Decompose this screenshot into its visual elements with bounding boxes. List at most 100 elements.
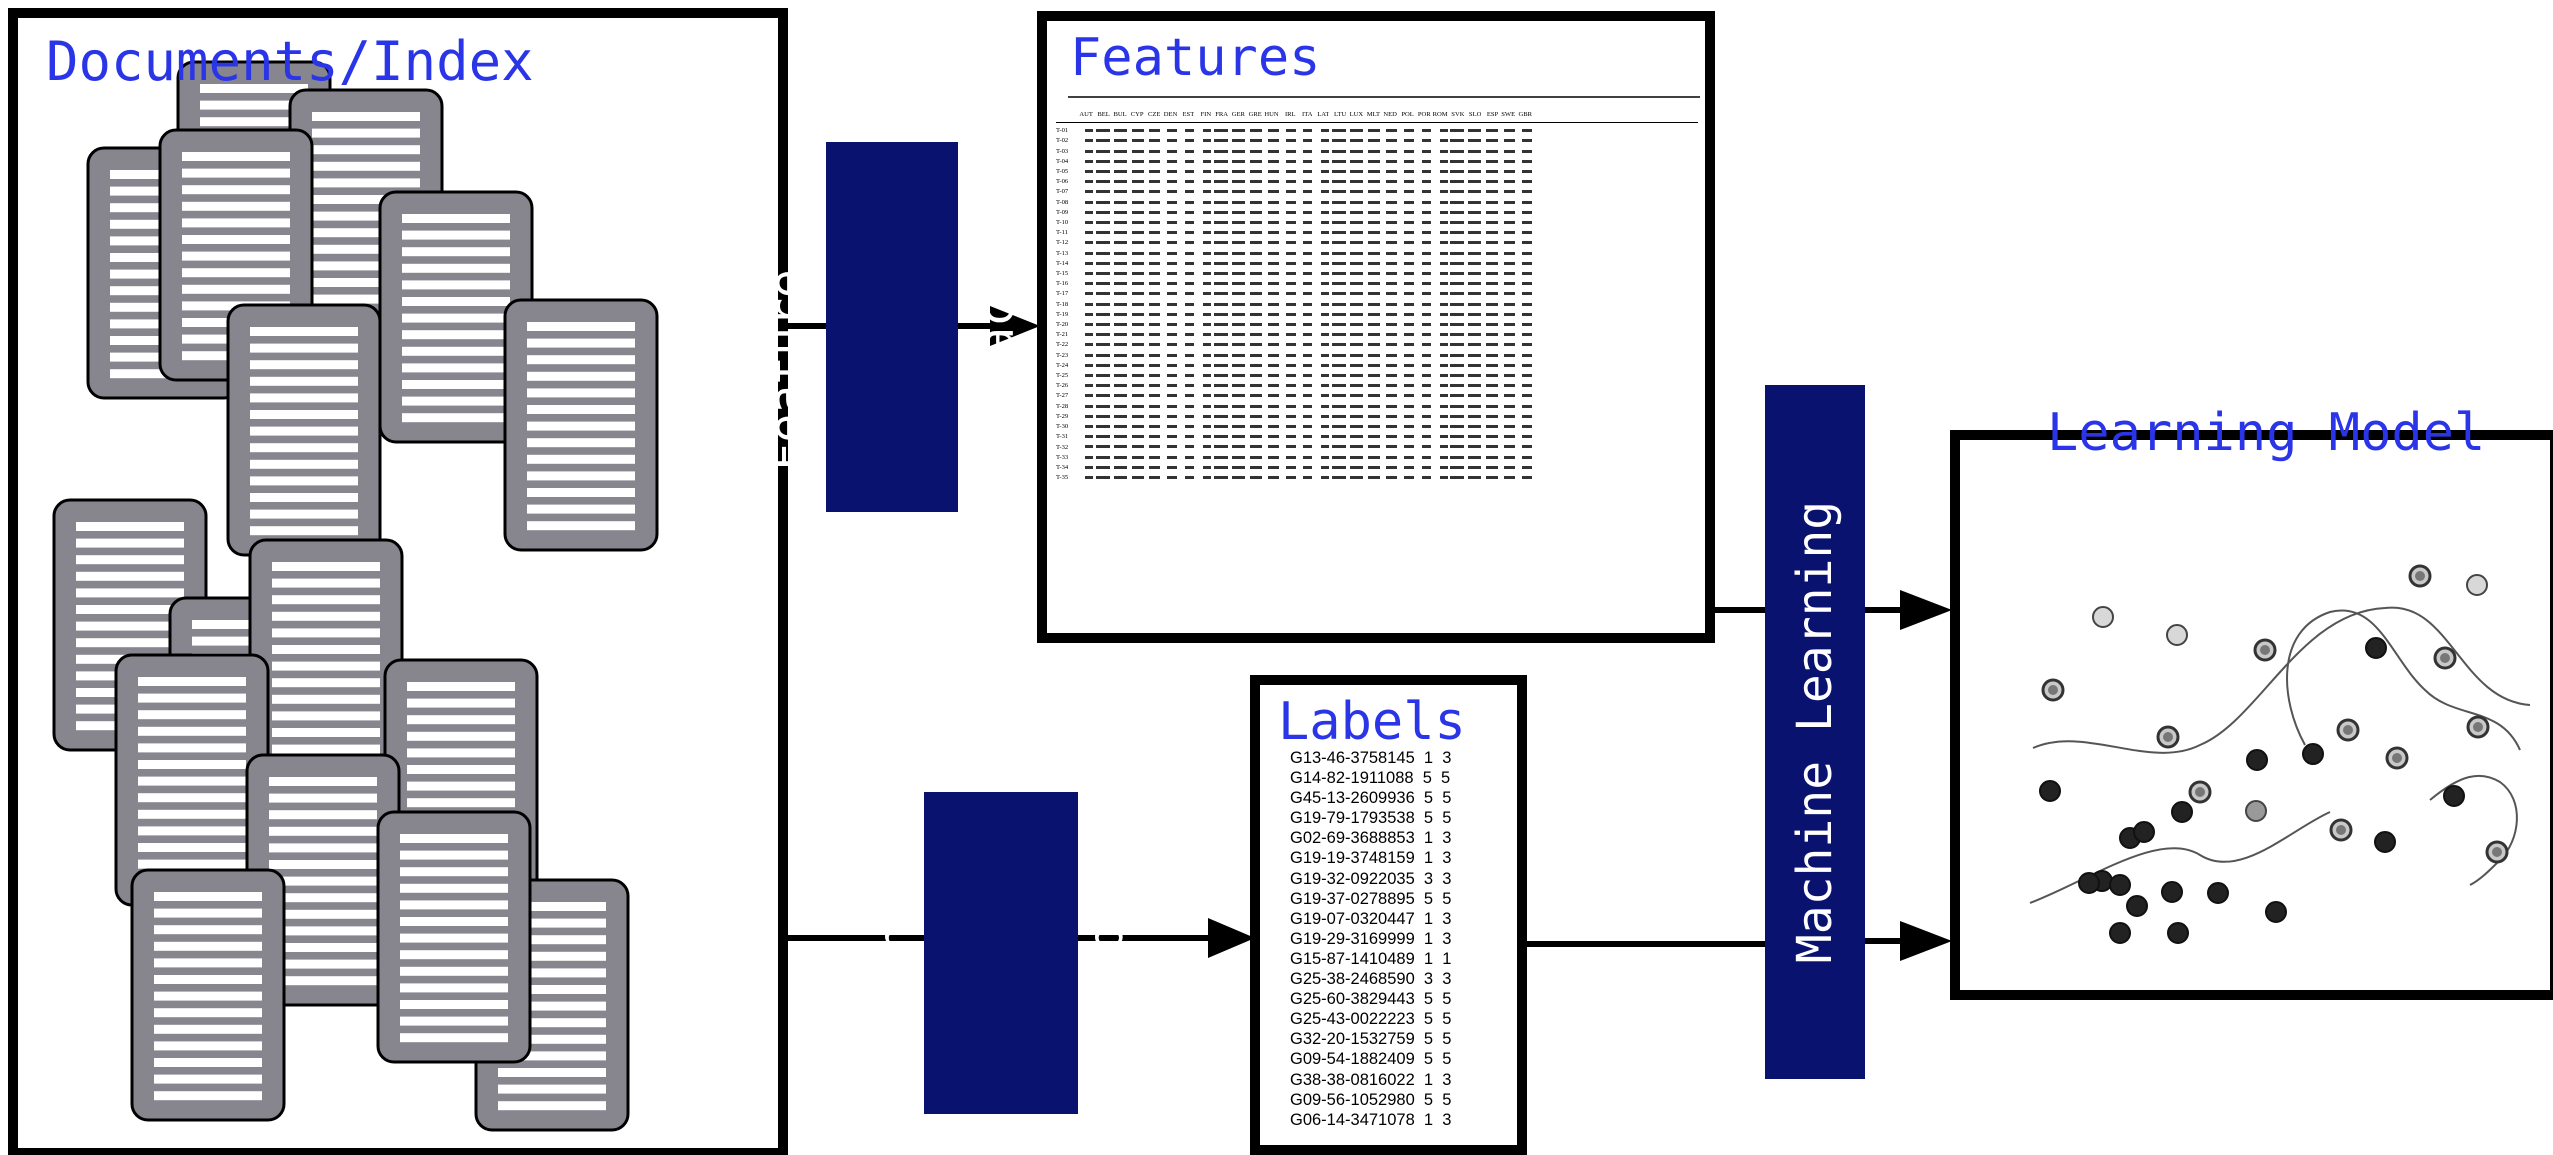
features-cell-mark [1385,292,1397,296]
features-cell-mark [1095,241,1110,245]
features-cell-mark [1468,149,1482,153]
features-column-header: GRE [1248,111,1262,118]
label-row: G25-60-3829443 5 5 [1290,990,1452,1009]
features-cell [1194,228,1212,238]
features-cell-mark [1522,333,1533,337]
features-cell [1329,463,1347,473]
features-cell-mark [1095,476,1110,480]
features-cell [1312,310,1330,320]
features-cell-mark [1421,384,1431,388]
features-row-label: T-32 [1056,443,1069,451]
features-cell-mark [1203,251,1212,255]
features-cell-mark [1450,323,1465,327]
features-cell [1279,157,1296,167]
features-cell-mark [1303,374,1313,378]
features-cell-mark [1504,190,1516,194]
features-cell-mark [1084,435,1093,439]
features-cell [1194,310,1212,320]
features-title: Features [1070,28,1321,88]
features-cell-mark [1450,282,1465,286]
features-cell-mark [1167,129,1178,133]
features-cell-mark [1468,231,1482,235]
features-cell-mark [1350,180,1364,184]
features-cell [1481,361,1499,371]
features-cell-mark [1113,190,1127,194]
features-cell-mark [1486,323,1499,327]
features-cell-mark [1167,435,1178,439]
features-cell-mark [1439,261,1448,265]
features-cell [1093,330,1110,340]
features-table-row: T-24 [1056,361,1698,371]
machine-learning-step: Machine Learning [1765,385,1865,1079]
features-cell [1127,351,1144,361]
features-column-header: POL [1401,111,1414,118]
features-cell [1177,402,1195,412]
features-cell [1093,136,1110,146]
features-cell-mark [1285,149,1296,153]
features-cell [1464,198,1482,208]
features-cell [1211,443,1229,453]
features-cell [1414,259,1431,269]
features-cell-mark [1468,159,1482,163]
features-cell [1127,402,1144,412]
features-cell-mark [1368,200,1381,204]
features-cell-mark [1285,261,1296,265]
features-table-row: T-17 [1056,289,1698,299]
features-cell [1228,238,1245,248]
features-cell-mark [1385,221,1397,225]
features-cell-mark [1267,241,1279,245]
features-cell-mark [1522,190,1533,194]
features-cell-mark [1504,353,1516,357]
features-cell [1144,330,1161,340]
features-cell-mark [1285,374,1296,378]
features-cell-mark [1249,159,1262,163]
features-cell-mark [1203,200,1212,204]
features-cell [1363,463,1381,473]
features-cell-mark [1321,465,1330,469]
features-cell-mark [1504,292,1516,296]
features-cell-mark [1439,384,1448,388]
features-cell [1431,300,1448,310]
features-cell [1363,300,1381,310]
features-cell [1448,177,1465,187]
features-cell-mark [1285,210,1296,214]
features-cell-mark [1385,343,1397,347]
features-cell [1431,218,1448,228]
features-cell [1363,320,1381,330]
features-cell-mark [1095,435,1110,439]
features-cell [1110,289,1127,299]
features-cell-mark [1185,180,1195,184]
features-cell [1296,198,1313,208]
features-cell [1448,351,1465,361]
features-table-row: T-10 [1056,218,1698,228]
features-cell [1211,218,1229,228]
features-cell [1245,443,1262,453]
features-cell [1414,157,1431,167]
features-cell [1498,126,1516,136]
features-cell-mark [1368,302,1381,306]
features-row-label: T-18 [1056,300,1069,308]
features-cell [1160,167,1178,177]
features-cell-mark [1439,200,1448,204]
features-cell-mark [1450,210,1465,214]
features-cell [1110,249,1127,259]
features-cell [1346,238,1364,248]
features-cell [1144,198,1161,208]
features-cell [1363,167,1381,177]
features-cell-mark [1332,414,1347,418]
features-cell-mark [1214,190,1229,194]
features-cell-mark [1450,139,1465,143]
features-cell-mark [1084,180,1093,184]
features-cell [1296,432,1313,442]
features-cell-mark [1113,251,1127,255]
features-cell [1127,208,1144,218]
features-cell [1397,320,1414,330]
features-cell [1515,238,1533,248]
features-cell-mark [1486,404,1499,408]
features-table-row: T-11 [1056,228,1698,238]
features-cell-mark [1450,272,1465,276]
features-cell [1481,351,1499,361]
features-cell [1414,463,1431,473]
features-cell-mark [1321,333,1330,337]
features-cell [1329,177,1347,187]
